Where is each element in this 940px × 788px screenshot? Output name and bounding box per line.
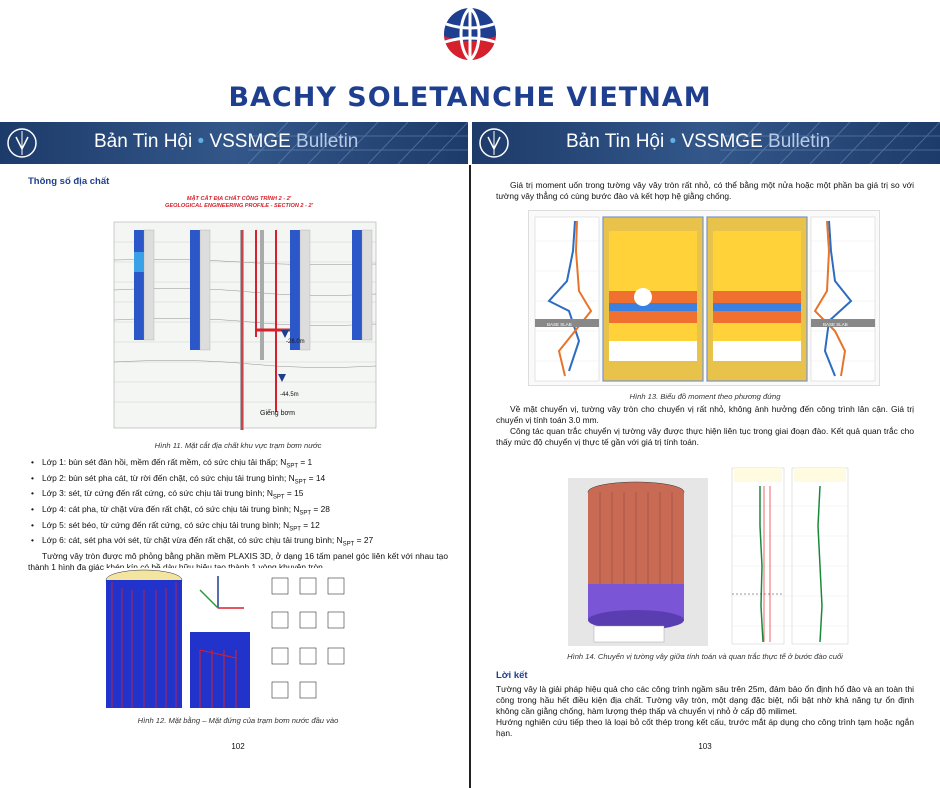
conclusion-paragraph-2: Hướng nghiên cứu tiếp theo là loại bỏ cố… <box>496 717 914 738</box>
figure-13-moment-charts: BASE SLAB BASE SLAB <box>528 210 880 386</box>
list-item: Lớp 1: bùn sét đàn hồi, mềm đến rất mềm,… <box>28 457 448 473</box>
list-item: Lớp 5: sét béo, từ cứng đến rất cứng, có… <box>28 520 448 536</box>
soil-layer-list: Lớp 1: bùn sét đàn hồi, mềm đến rất mềm,… <box>28 457 448 551</box>
list-item: Lớp 4: cát pha, từ chặt vừa đến rất chặt… <box>28 504 448 520</box>
vssmge-logo-icon <box>7 128 37 158</box>
pump-well-label: Giếng bơm <box>260 410 295 417</box>
left-page: Thông số địa chất <box>28 170 448 187</box>
conclusion-title: Lời kết <box>496 670 528 681</box>
moment-chart-drawing: BASE SLAB BASE SLAB <box>534 216 876 382</box>
page-number-left: 102 <box>231 742 245 751</box>
moment-paragraph: Giá trị moment uốn trong tường vây vây t… <box>496 180 914 201</box>
brand-name: BACHY SOLETANCHE VIETNAM <box>228 82 712 113</box>
figure-12-caption: Hình 12. Mặt bằng – Mặt đứng của trạm bơ… <box>137 716 339 725</box>
banner-title: Bản Tin Hội • VSSMGE Bulletin <box>566 131 831 152</box>
figure-12-pump-station <box>104 568 362 710</box>
depth-label-44: -44.5m <box>280 392 299 398</box>
plaxis-paragraph: Tường vây tròn được mô phỏng bằng phần m… <box>28 551 448 573</box>
figure-11-geology-profile: MẶT CẮT ĐỊA CHẤT CÔNG TRÌNH 2 - 2' GEOLO… <box>100 196 378 432</box>
displacement-text-block: Về mặt chuyển vị, tường vây tròn cho chu… <box>496 404 914 448</box>
banner-pattern <box>248 122 468 164</box>
monitoring-chart-drawing <box>731 467 849 645</box>
vssmge-logo-icon <box>479 128 509 158</box>
section-title: Thông số địa chất <box>28 176 110 187</box>
brand-header: BACHY SOLETANCHE VIETNAM <box>0 0 940 118</box>
list-item: Lớp 6: cát, sét pha với sét, từ chặt vừa… <box>28 535 448 551</box>
figure-14-monitoring-charts <box>730 466 850 646</box>
figure-11-title-vi: MẶT CẮT ĐỊA CHẤT CÔNG TRÌNH 2 - 2' <box>186 196 292 202</box>
right-intro-block: Giá trị moment uốn trong tường vây vây t… <box>496 180 914 202</box>
displacement-paragraph: Về mặt chuyển vị, tường vây tròn cho chu… <box>496 404 914 425</box>
conclusion-block: Lời kết Tường vây là giải pháp hiệu quả … <box>496 670 914 739</box>
base-slab-label-left: BASE SLAB <box>547 322 572 327</box>
depth-label-26: -26.0m <box>286 339 305 345</box>
globe-logo-icon <box>444 6 496 62</box>
figure-13-caption: Hình 13. Biểu đồ moment theo phương đứng <box>629 392 781 401</box>
figure-11-caption: Hình 11. Mặt cắt địa chất khu vực trạm b… <box>154 441 322 450</box>
layer-list-block: Lớp 1: bùn sét đàn hồi, mềm đến rất mềm,… <box>28 457 448 573</box>
list-item: Lớp 3: sét, từ cứng đến rất cứng, có sức… <box>28 488 448 504</box>
conclusion-paragraph-1: Tường vây là giải pháp hiệu quả cho các … <box>496 684 914 716</box>
base-slab-label-right: BASE SLAB <box>823 322 848 327</box>
wall-displacement-model <box>587 481 685 643</box>
right-banner: Bản Tin Hội • VSSMGE Bulletin <box>472 122 940 164</box>
page-number-right: 103 <box>698 742 712 751</box>
page-divider <box>469 165 471 788</box>
figure-11-title-en: GEOLOGICAL ENGINEERING PROFILE - SECTION… <box>165 203 313 209</box>
list-item: Lớp 2: bùn sét pha cát, từ rời đến chặt,… <box>28 473 448 489</box>
banner-pattern <box>720 122 940 164</box>
banner-title: Bản Tin Hội • VSSMGE Bulletin <box>94 131 359 152</box>
pump-station-drawing <box>105 569 345 708</box>
monitoring-paragraph: Công tác quan trắc chuyển vị tường vây đ… <box>496 426 914 447</box>
geology-profile-drawing <box>113 221 377 430</box>
left-banner: Bản Tin Hội • VSSMGE Bulletin <box>0 122 468 164</box>
figure-14-model-view <box>568 478 708 646</box>
figure-14-caption: Hình 14. Chuyển vị tường vây giữa tính t… <box>567 652 843 661</box>
